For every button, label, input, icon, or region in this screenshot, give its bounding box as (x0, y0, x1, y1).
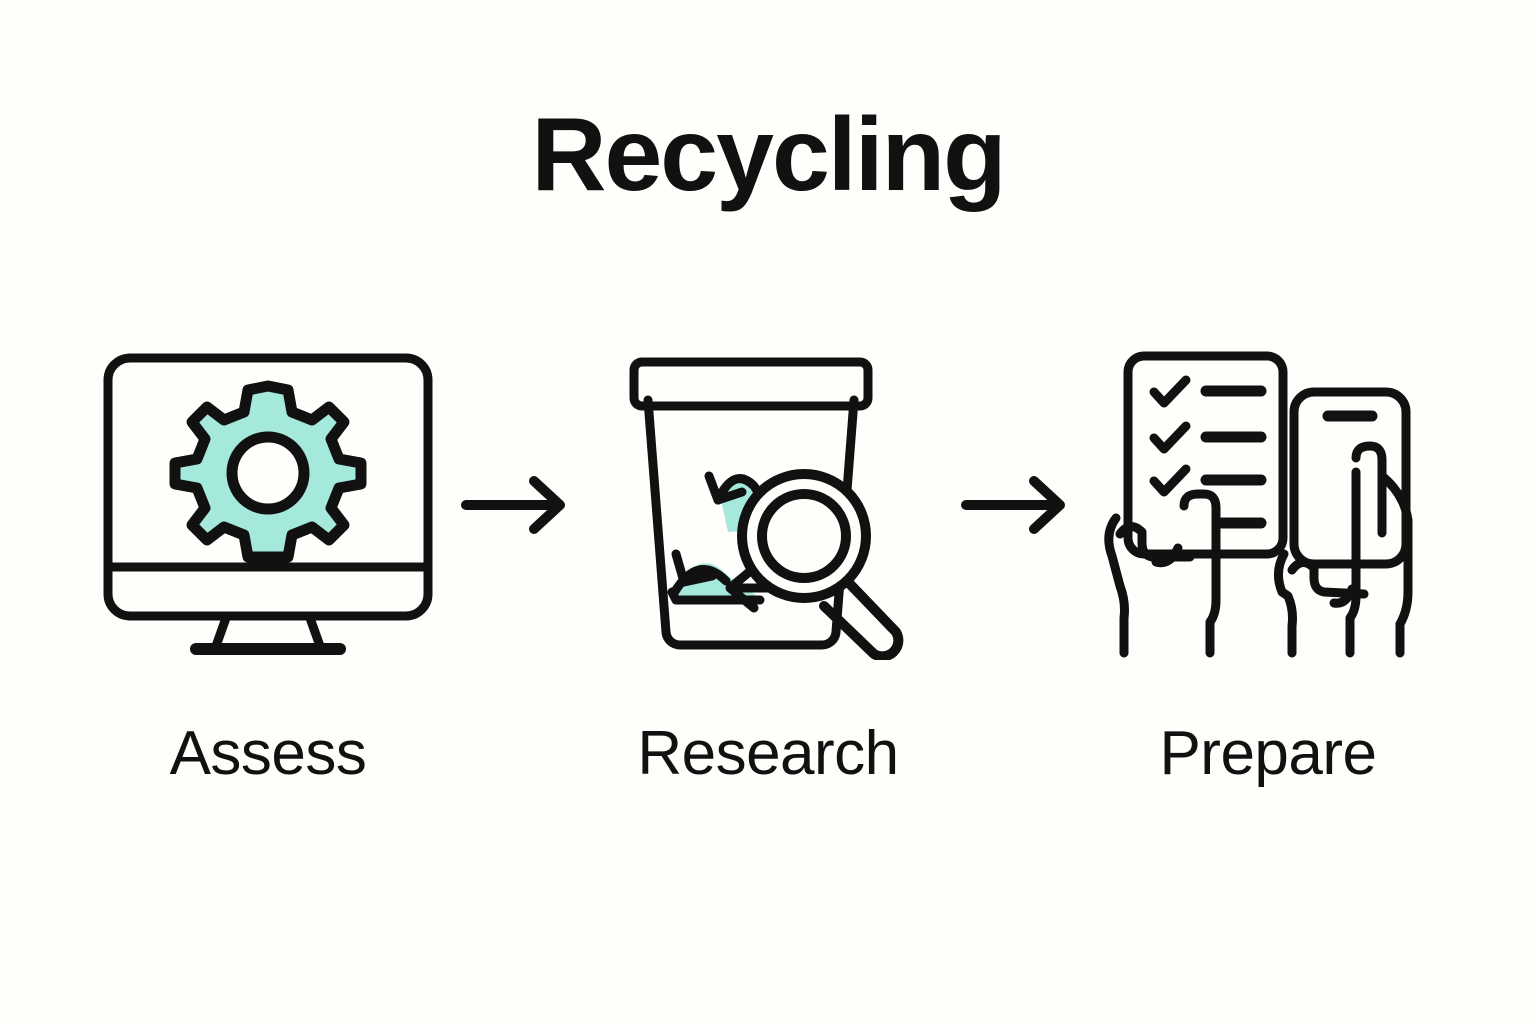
gear-shape (169, 380, 367, 563)
recycling-bin-magnifier-icon (629, 357, 904, 660)
connector-2-slot (948, 340, 1088, 670)
step-assess-icon-slot (98, 340, 438, 670)
step-prepare: Prepare (1088, 340, 1448, 789)
step-research-label: Research (637, 719, 899, 788)
arrow-right-icon (961, 476, 1065, 534)
connector-1-slot (448, 340, 588, 670)
step-research-icon-slot (608, 340, 928, 670)
checklist-rows (1149, 375, 1267, 528)
magnifier-icon (737, 469, 904, 660)
step-research: Research (588, 340, 948, 789)
step-prepare-icon-slot (1098, 340, 1438, 670)
page-title: Recycling (531, 97, 1006, 213)
monitor-gear-icon (103, 353, 433, 655)
hands-checklist-phone-icon (1104, 351, 1413, 657)
step-prepare-label: Prepare (1159, 719, 1377, 788)
step-assess-label: Assess (169, 719, 367, 788)
process-steps: Assess (0, 340, 1536, 789)
step-assess: Assess (88, 340, 448, 789)
arrow-right-icon (461, 476, 565, 534)
